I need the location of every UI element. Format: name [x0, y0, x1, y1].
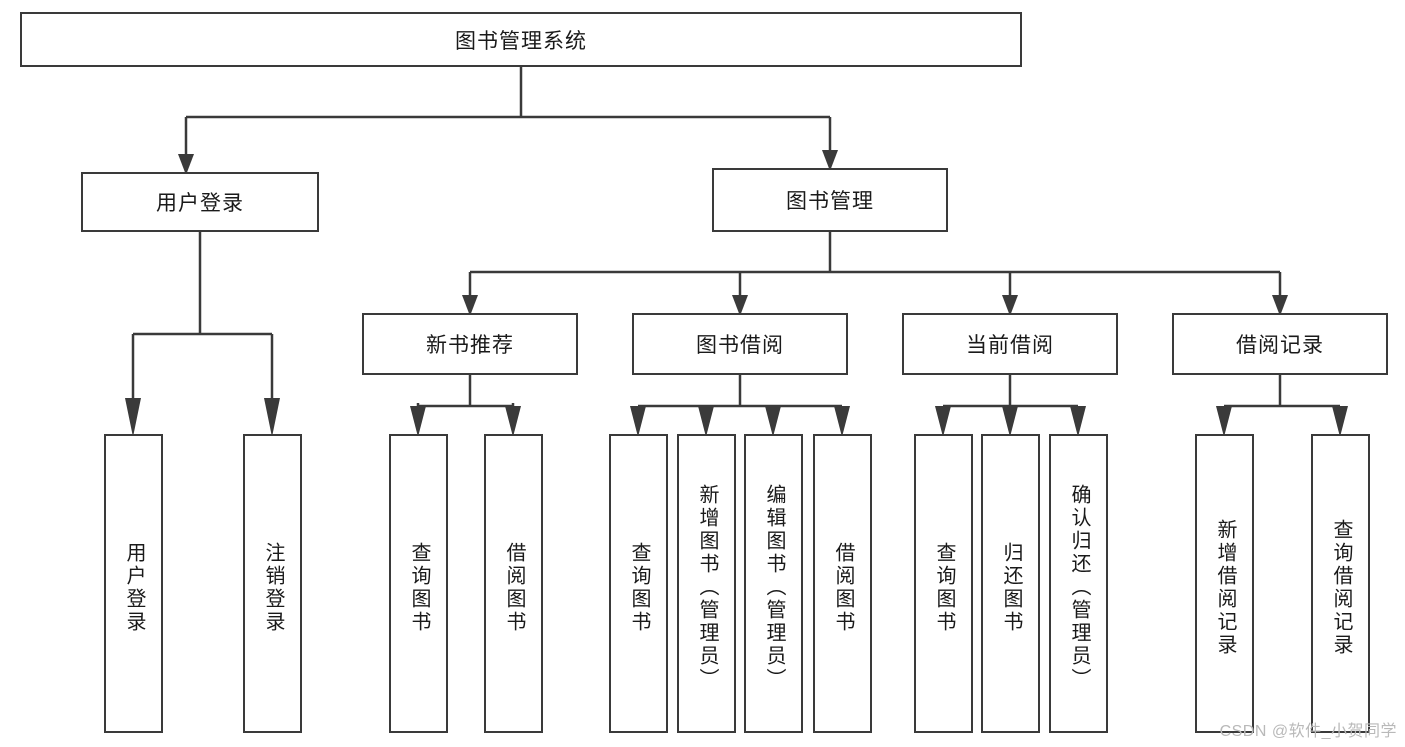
leaf-add-borrow-record[interactable]: 新增借阅记录: [1195, 434, 1254, 733]
arrow-bb-leaf4: [834, 406, 850, 437]
arrow-nb-leaf1: [410, 406, 426, 437]
arrow-br-leaf1: [1216, 406, 1232, 437]
leaf-logout[interactable]: 注销登录: [243, 434, 302, 733]
arrow-book-manage: [822, 150, 838, 171]
node-current-borrow[interactable]: 当前借阅: [902, 313, 1118, 375]
arrow-nb-leaf2: [505, 406, 521, 437]
arrow-cb-leaf1: [935, 406, 951, 437]
arrow-newbook: [462, 295, 478, 316]
leaf-return-book[interactable]: 归还图书: [981, 434, 1040, 733]
node-book-borrow[interactable]: 图书借阅: [632, 313, 848, 375]
leaf-query-book-borrow[interactable]: 查询图书: [609, 434, 668, 733]
arrow-bb-leaf1: [630, 406, 646, 437]
arrow-ul-leaf2: [264, 398, 280, 437]
arrow-currentborrow: [1002, 295, 1018, 316]
arrow-ul-leaf1: [125, 398, 141, 437]
leaf-borrow-book-recommend[interactable]: 借阅图书: [484, 434, 543, 733]
leaf-query-borrow-record[interactable]: 查询借阅记录: [1311, 434, 1370, 733]
leaf-edit-book-admin[interactable]: 编辑图书（管理员）: [744, 434, 803, 733]
arrow-br-leaf2: [1332, 406, 1348, 437]
arrow-bb-leaf3: [765, 406, 781, 437]
leaf-add-book-admin[interactable]: 新增图书（管理员）: [677, 434, 736, 733]
arrow-bookborrow: [732, 295, 748, 316]
leaf-confirm-return-admin[interactable]: 确认归还（管理员）: [1049, 434, 1108, 733]
arrow-cb-leaf2: [1002, 406, 1018, 437]
leaf-query-book-current[interactable]: 查询图书: [914, 434, 973, 733]
node-user-login[interactable]: 用户登录: [81, 172, 319, 232]
arrow-borrowrecord: [1272, 295, 1288, 316]
arrow-cb-leaf3: [1070, 406, 1086, 437]
csdn-watermark: CSDN @软件_小贺同学: [1219, 723, 1397, 740]
arrowheads: [125, 150, 1348, 437]
leaf-user-login[interactable]: 用户登录: [104, 434, 163, 733]
node-book-management[interactable]: 图书管理: [712, 168, 948, 232]
node-borrow-record[interactable]: 借阅记录: [1172, 313, 1388, 375]
leaf-query-book-recommend[interactable]: 查询图书: [389, 434, 448, 733]
arrow-user-login: [178, 154, 194, 175]
node-new-book-recommend[interactable]: 新书推荐: [362, 313, 578, 375]
arrow-bb-leaf2: [698, 406, 714, 437]
node-root[interactable]: 图书管理系统: [20, 12, 1022, 67]
leaf-borrow-book[interactable]: 借阅图书: [813, 434, 872, 733]
